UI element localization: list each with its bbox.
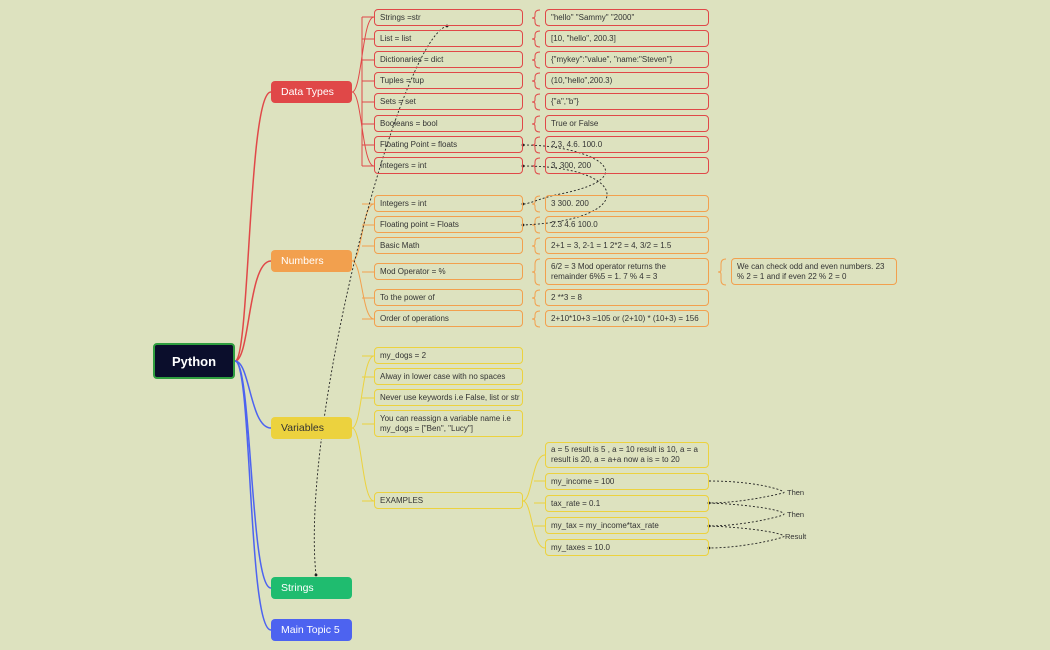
data-type-example[interactable]: 3, 300, 200 [545,157,709,174]
topic-main-topic-5[interactable]: Main Topic 5 [271,619,352,641]
data-type-label[interactable]: Integers = int [374,157,523,174]
number-example[interactable]: 2.3 4.6 100.0 [545,216,709,233]
number-topic-label[interactable]: Floating point = Floats [374,216,523,233]
variable-note[interactable]: You can reassign a variable name i.e my_… [374,410,523,437]
data-type-label[interactable]: Booleans = bool [374,115,523,132]
data-type-label[interactable]: Tuples = tup [374,72,523,89]
data-type-label[interactable]: Dictionaries = dict [374,51,523,68]
root-topic-python[interactable]: Python [153,343,235,379]
example-item[interactable]: my_income = 100 [545,473,709,490]
number-topic-label[interactable]: To the power of [374,289,523,306]
data-type-label[interactable]: Strings =str [374,9,523,26]
topic-numbers[interactable]: Numbers [271,250,352,272]
examples-label[interactable]: EXAMPLES [374,492,523,509]
number-topic-label[interactable]: Mod Operator = % [374,263,523,280]
number-example[interactable]: 2+1 = 3, 2-1 = 1 2*2 = 4, 3/2 = 1.5 [545,237,709,254]
relation-label[interactable]: Result [785,532,807,541]
data-type-example[interactable]: "hello" "Sammy" "2000" [545,9,709,26]
variable-note[interactable]: Alway in lower case with no spaces [374,368,523,385]
example-item[interactable]: tax_rate = 0.1 [545,495,709,512]
data-type-label[interactable]: Sets = set [374,93,523,110]
data-type-example[interactable]: 2.3, 4.6. 100.0 [545,136,709,153]
variable-note[interactable]: my_dogs = 2 [374,347,523,364]
topic-variables[interactable]: Variables [271,417,352,439]
data-type-label[interactable]: Floating Point = floats [374,136,523,153]
number-topic-label[interactable]: Order of operations [374,310,523,327]
data-type-example[interactable]: {"a","b"} [545,93,709,110]
data-type-example[interactable]: [10, "hello", 200.3] [545,30,709,47]
example-item[interactable]: a = 5 result is 5 , a = 10 result is 10,… [545,442,709,468]
topic-strings[interactable]: Strings [271,577,352,599]
number-example[interactable]: 3 300. 200 [545,195,709,212]
data-type-example[interactable]: (10,"hello",200.3) [545,72,709,89]
number-example[interactable]: 2+10*10+3 =105 or (2+10) * (10+3) = 156 [545,310,709,327]
number-example[interactable]: 6/2 = 3 Mod operator returns the remaind… [545,258,709,285]
topic-data-types[interactable]: Data Types [271,81,352,103]
relation-label[interactable]: Then [787,488,805,497]
mod-operator-note[interactable]: We can check odd and even numbers. 23 % … [731,258,897,285]
variable-note[interactable]: Never use keywords i.e False, list or st… [374,389,523,406]
example-item[interactable]: my_tax = my_income*tax_rate [545,517,709,534]
data-type-example[interactable]: True or False [545,115,709,132]
example-item[interactable]: my_taxes = 10.0 [545,539,709,556]
data-type-label[interactable]: List = list [374,30,523,47]
data-type-example[interactable]: {"mykey":"value", "name:"Steven"} [545,51,709,68]
number-topic-label[interactable]: Basic Math [374,237,523,254]
relation-label[interactable]: Then [787,510,805,519]
number-topic-label[interactable]: Integers = int [374,195,523,212]
number-example[interactable]: 2 **3 = 8 [545,289,709,306]
